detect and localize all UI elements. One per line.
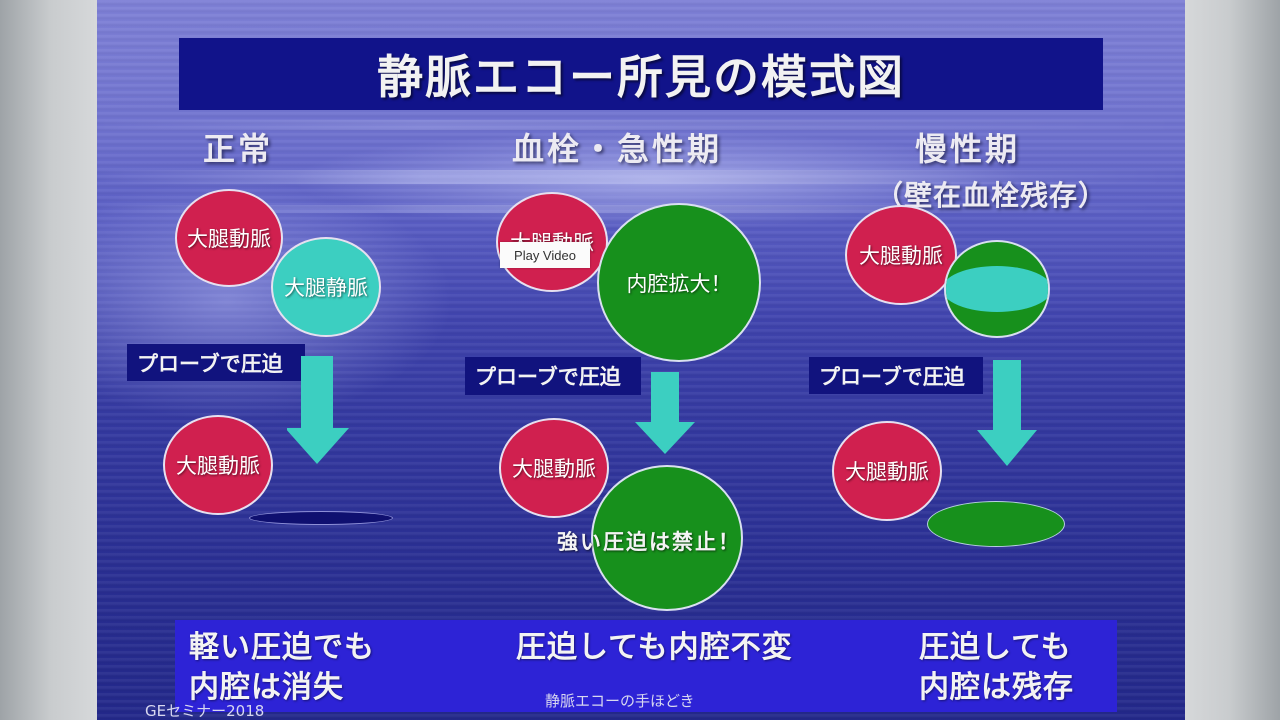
femoral-artery-chronic-lower: 大腿動脈 — [832, 421, 942, 521]
compressed-vein-chronic — [927, 501, 1065, 547]
down-arrow-icon — [287, 356, 349, 464]
femoral-artery-chronic-upper: 大腿動脈 — [845, 205, 957, 305]
warning-text: 強い圧迫は禁止！ — [557, 530, 741, 554]
probe-label-acute: プローブで圧迫 — [465, 357, 641, 395]
down-arrow-icon — [635, 372, 695, 454]
caption-line: 軽い圧迫でも — [189, 630, 375, 665]
artery-label: 大腿動脈 — [845, 460, 929, 484]
vein-label: 大腿静脈 — [284, 276, 368, 300]
enlarged-vein-acute: 内腔拡大！ — [597, 203, 761, 362]
caption-acute: 圧迫しても内腔不変 — [516, 628, 793, 668]
heading-acute: 血栓・急性期 — [512, 130, 723, 168]
lumen-enlarged-label: 内腔拡大！ — [626, 271, 732, 296]
slide-title: 静脈エコー所見の模式図 — [377, 50, 905, 104]
caption-line: 内腔は消失 — [189, 670, 344, 705]
caption-line: 圧迫しても内腔不変 — [516, 630, 793, 665]
heading-normal: 正常 — [203, 130, 274, 168]
play-video-tooltip[interactable]: Play Video — [500, 242, 590, 268]
artery-label: 大腿動脈 — [187, 227, 271, 251]
footer-seminar: GEセミナー2018 — [145, 702, 265, 720]
artery-label: 大腿動脈 — [176, 454, 260, 478]
caption-normal: 軽い圧迫でも 内腔は消失 — [189, 628, 375, 708]
probe-label-chronic: プローブで圧迫 — [809, 357, 983, 394]
caption-line: 内腔は残存 — [919, 670, 1074, 705]
noncompressible-vein-acute — [591, 465, 743, 611]
caption-line: 圧迫しても — [919, 630, 1072, 665]
femoral-artery-normal-upper: 大腿動脈 — [175, 189, 283, 287]
heading-chronic: 慢性期 — [915, 130, 1021, 168]
femoral-artery-acute-lower: 大腿動脈 — [499, 418, 609, 518]
femoral-artery-normal-lower: 大腿動脈 — [163, 415, 273, 515]
femoral-vein-normal: 大腿静脈 — [271, 237, 381, 337]
probe-label-normal: プローブで圧迫 — [127, 344, 305, 381]
caption-box — [175, 620, 1117, 712]
title-bar: 静脈エコー所見の模式図 — [179, 38, 1103, 110]
residual-lumen — [946, 266, 1048, 312]
slide: 静脈エコー所見の模式図 正常 血栓・急性期 慢性期 （壁在血栓残存） 大腿動脈 … — [97, 0, 1185, 720]
footer-subtitle: 静脈エコーの手ほどき — [545, 692, 695, 710]
collapsed-vein-lumen — [249, 511, 393, 525]
vein-with-mural-thrombus — [944, 240, 1050, 338]
artery-label: 大腿動脈 — [859, 244, 943, 268]
down-arrow-icon — [977, 360, 1037, 466]
caption-chronic: 圧迫しても 内腔は残存 — [919, 628, 1074, 708]
artery-label: 大腿動脈 — [512, 457, 596, 481]
